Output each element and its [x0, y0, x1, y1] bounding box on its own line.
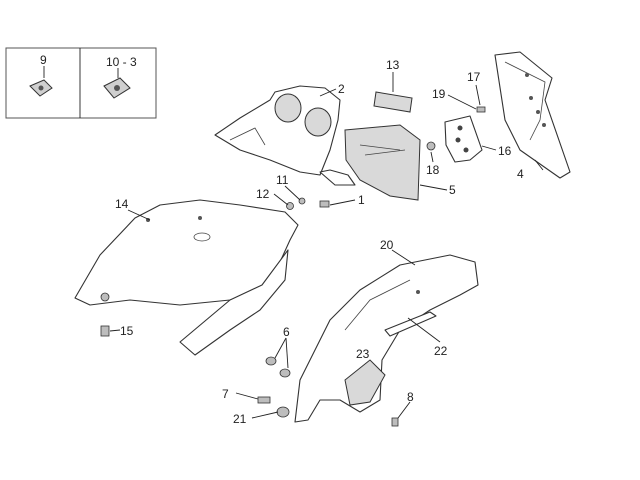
part-16-plate-bracket — [444, 115, 483, 163]
callout-21: 21 — [233, 412, 247, 426]
callout-20: 20 — [380, 238, 394, 252]
part-2-front-shield — [214, 85, 356, 186]
callout-13: 13 — [386, 58, 400, 72]
part-23-insert — [344, 359, 386, 406]
callout-11: 11 — [276, 173, 289, 187]
part-13-reflector — [373, 91, 413, 113]
callout-14: 14 — [115, 197, 129, 211]
callout-9: 9 — [40, 53, 47, 67]
callout-labels: 1 2 4 5 6 7 8 9 10 - 3 11 12 13 14 15 16… — [40, 53, 524, 426]
part-21-spacer — [276, 406, 290, 418]
part-5-license-holder — [344, 124, 421, 201]
part-22-bracket — [384, 311, 437, 337]
callout-22: 22 — [434, 344, 448, 358]
clip-inset-box — [5, 47, 157, 119]
part-11-washer — [298, 197, 306, 205]
part-7-bolt — [257, 396, 271, 404]
callout-12: 12 — [256, 187, 270, 201]
callout-18: 18 — [426, 163, 440, 177]
callout-8: 8 — [407, 390, 414, 404]
callout-17: 17 — [467, 70, 481, 84]
callout-4: 4 — [517, 167, 524, 181]
part-14-side-panel — [74, 199, 299, 306]
clip-part-10-3 — [103, 77, 131, 99]
part-18-nut — [426, 141, 436, 151]
part-8-screw — [391, 417, 399, 427]
callout-1: 1 — [358, 193, 365, 207]
callout-23: 23 — [356, 347, 370, 361]
callout-2: 2 — [338, 82, 345, 96]
part-15-screw — [100, 325, 110, 337]
callout-16: 16 — [498, 144, 512, 158]
part-17-screw — [476, 106, 486, 113]
callout-19: 19 — [432, 87, 446, 101]
clip-part-9 — [29, 79, 53, 97]
part-14-lower-panel — [179, 249, 289, 356]
leader-lines — [109, 72, 544, 419]
callout-7: 7 — [222, 387, 229, 401]
part-20-rear-fender — [294, 254, 479, 423]
callout-5: 5 — [449, 183, 456, 197]
part-6-washers — [265, 356, 291, 378]
callout-15: 15 — [120, 324, 134, 338]
part-1-screw — [319, 200, 330, 208]
part-4-rear-plate — [494, 51, 571, 179]
part-12-nut — [286, 202, 294, 210]
callout-6: 6 — [283, 325, 290, 339]
callout-10-3: 10 - 3 — [106, 55, 137, 69]
